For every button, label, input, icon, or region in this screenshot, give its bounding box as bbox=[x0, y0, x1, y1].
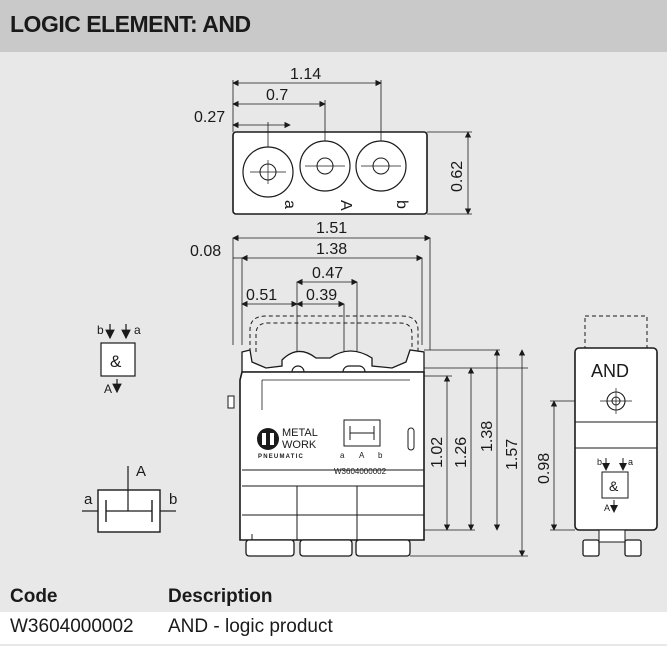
side-label: AND bbox=[591, 361, 629, 381]
header-description: Description bbox=[168, 586, 273, 607]
top-port-a bbox=[242, 146, 294, 198]
dim-front-h1: 1.02 bbox=[429, 437, 446, 468]
pneu-label-a: a bbox=[84, 491, 93, 508]
sym-label-A: A bbox=[104, 382, 112, 396]
body-port-A: A bbox=[359, 451, 365, 460]
side-symbol-b: b bbox=[597, 457, 602, 467]
dim-front-left: 0.51 bbox=[246, 287, 277, 304]
body-port-a: a bbox=[340, 451, 345, 460]
top-port-A bbox=[299, 140, 351, 192]
dim-front-offset: 0.08 bbox=[190, 243, 221, 260]
dim-front-pitch: 0.47 bbox=[312, 265, 343, 282]
cell-code: W3604000002 bbox=[10, 616, 134, 637]
title-bar: LOGIC ELEMENT: AND bbox=[0, 0, 667, 52]
brand-line2: WORK bbox=[282, 439, 317, 451]
dim-top-height: 0.62 bbox=[449, 161, 466, 192]
top-label-b: b bbox=[393, 200, 410, 209]
top-port-b bbox=[355, 140, 407, 192]
body-part-code: W3604000002 bbox=[334, 467, 387, 476]
top-label-a: a bbox=[281, 200, 298, 209]
dim-front-h4: 1.57 bbox=[504, 439, 521, 470]
pneu-label-A: A bbox=[136, 463, 146, 480]
dim-top-mid: 0.7 bbox=[266, 87, 288, 104]
sym-and-glyph: & bbox=[110, 352, 122, 371]
dim-front-h2: 1.26 bbox=[453, 437, 470, 468]
side-symbol-A: A bbox=[604, 503, 610, 513]
brand-line1: METAL bbox=[282, 427, 318, 439]
dim-front-total: 1.51 bbox=[316, 220, 347, 237]
page-title: LOGIC ELEMENT: AND bbox=[10, 11, 251, 37]
dim-top-small: 0.27 bbox=[194, 109, 225, 126]
side-view: AND b a & A 0.98 bbox=[536, 315, 658, 557]
pneu-label-b: b bbox=[169, 491, 177, 508]
top-view: 1.14 0.7 0.27 a A b bbox=[194, 66, 472, 215]
brand-sub: PNEUMATIC bbox=[258, 454, 304, 460]
table-row: W3604000002 AND - logic product bbox=[0, 612, 667, 644]
dim-front-center: 0.39 bbox=[306, 287, 337, 304]
technical-drawing: 1.14 0.7 0.27 a A b bbox=[82, 66, 658, 557]
front-dimensions: 1.51 0.08 1.38 0.47 0.51 0.39 bbox=[190, 220, 431, 372]
dim-top-width: 1.14 bbox=[290, 66, 321, 83]
dim-side-h: 0.98 bbox=[536, 453, 553, 484]
table-header: Code Description bbox=[0, 584, 667, 612]
body-port-b: b bbox=[378, 451, 383, 460]
header-code: Code bbox=[10, 586, 58, 607]
and-logic-symbol: b a & A bbox=[97, 323, 141, 396]
pneumatic-symbol: A a b bbox=[82, 463, 177, 533]
sym-label-a: a bbox=[134, 323, 141, 337]
side-and-glyph: & bbox=[609, 478, 619, 494]
dim-front-h3: 1.38 bbox=[479, 421, 496, 452]
front-view: METAL WORK PNEUMATIC a A b W3604000002 bbox=[227, 315, 528, 557]
dim-front-inner: 1.38 bbox=[316, 241, 347, 258]
side-symbol-a: a bbox=[628, 457, 633, 467]
metal-work-logo: METAL WORK PNEUMATIC bbox=[257, 427, 318, 460]
sym-label-b: b bbox=[97, 323, 104, 337]
body-symbol: a A b bbox=[340, 419, 383, 460]
cell-description: AND - logic product bbox=[168, 616, 333, 637]
top-label-A: A bbox=[337, 200, 354, 211]
